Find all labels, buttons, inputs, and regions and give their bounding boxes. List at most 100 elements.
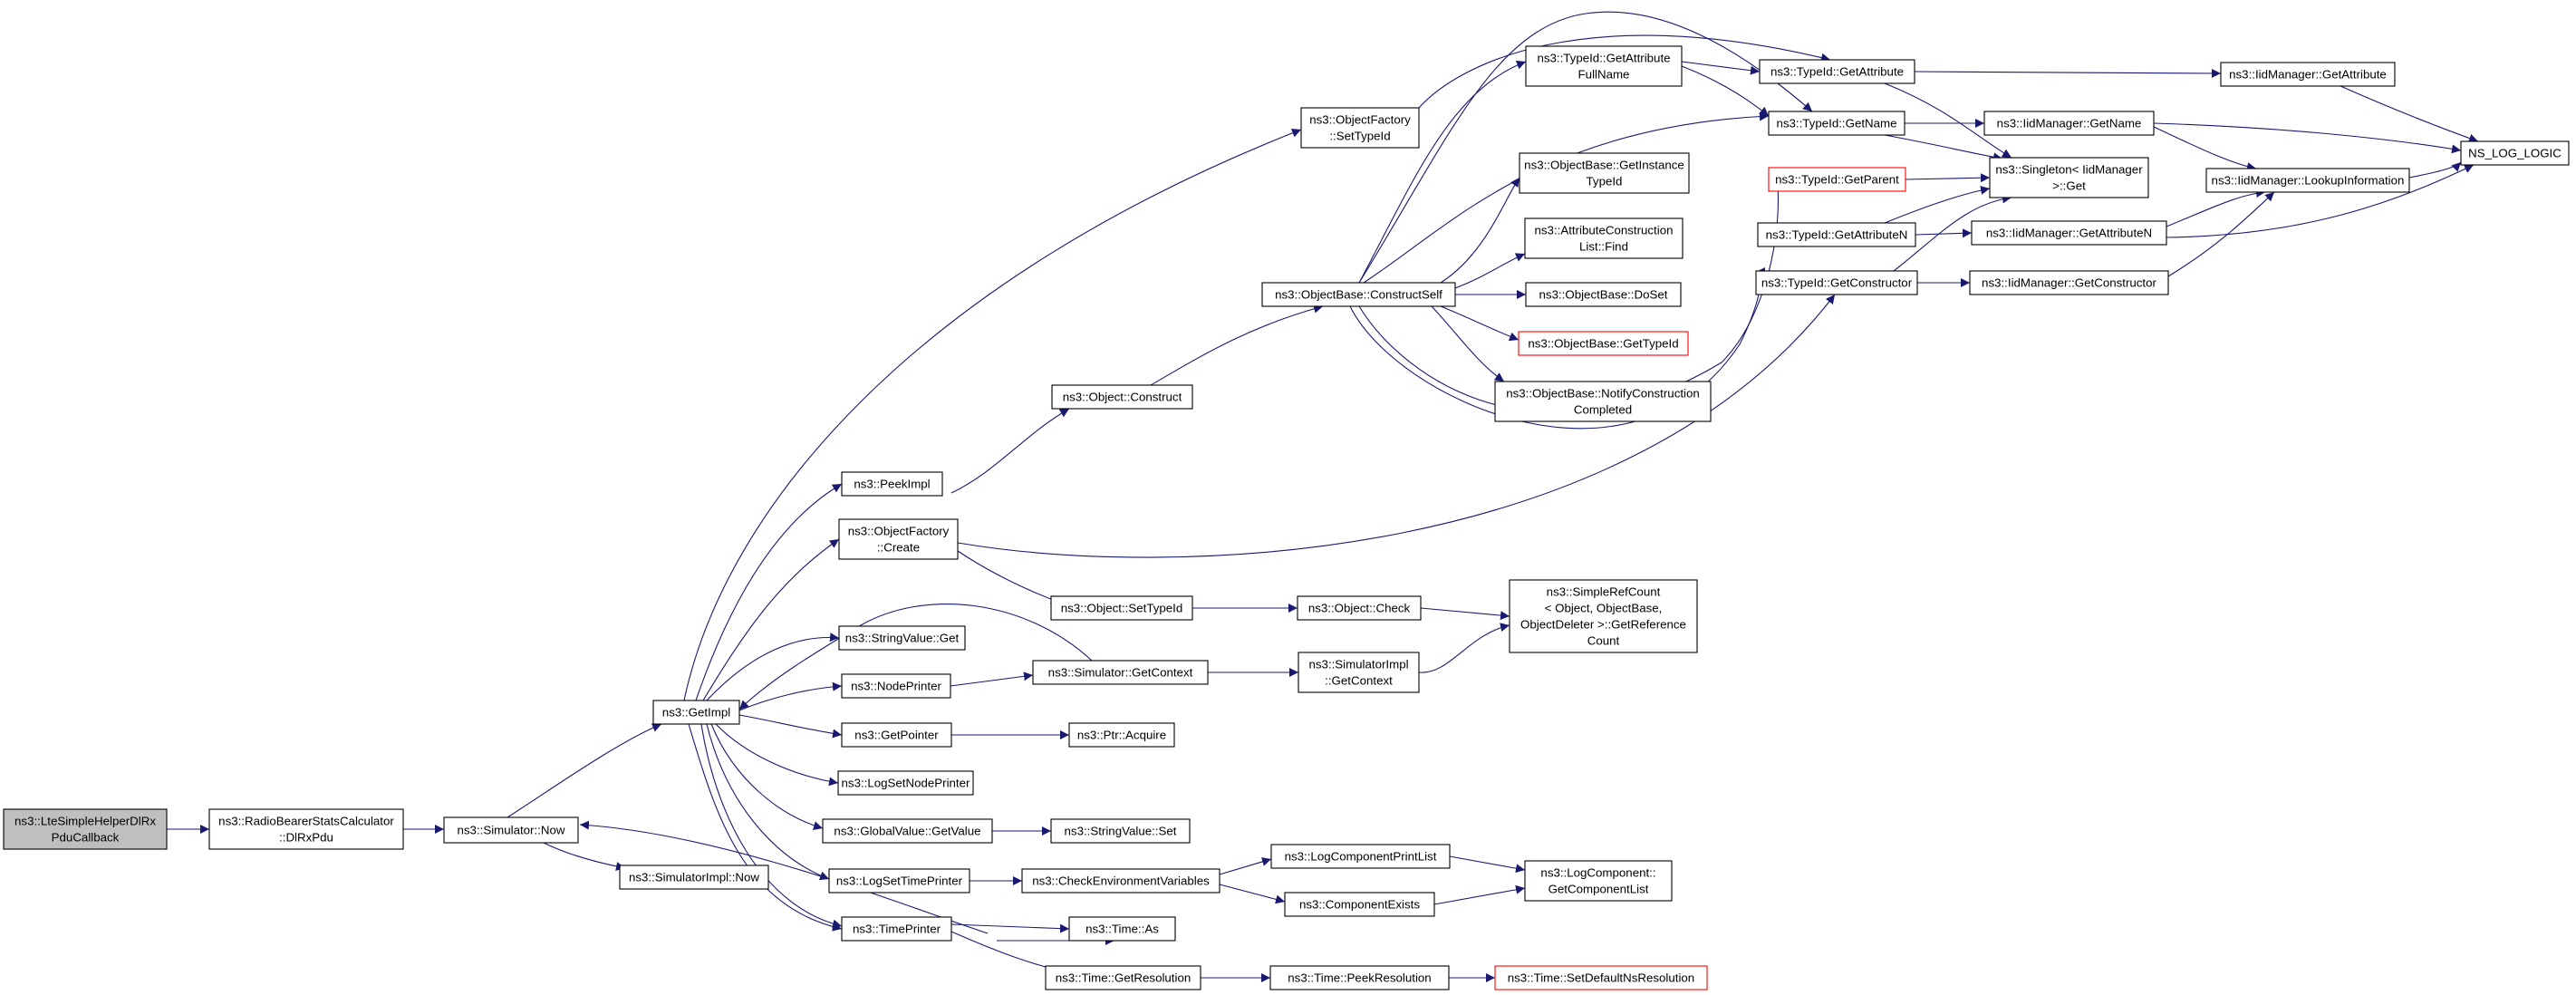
node-box[interactable] [828,868,970,894]
node-box[interactable] [1284,892,1435,917]
graph-node-time-setdefault[interactable]: ns3::Time::SetDefaultNsResolution [1494,965,1708,990]
node-box[interactable] [1021,868,1220,894]
graph-node-tid-getattributen[interactable]: ns3::TypeId::GetAttributeN [1757,222,1916,247]
graph-node-logsetnodeprinter[interactable]: ns3::LogSetNodePrinter [837,770,974,796]
graph-node-sv-set[interactable]: ns3::StringValue::Set [1050,818,1191,844]
node-box[interactable] [1969,270,2169,295]
graph-node-time-peekres[interactable]: ns3::Time::PeekResolution [1269,965,1450,990]
graph-node-tid-getparent[interactable]: ns3::TypeId::GetParent [1768,167,1906,192]
node-box[interactable] [1298,652,1420,693]
node-box[interactable] [1989,157,2149,198]
node-box[interactable] [1519,152,1690,194]
graph-node-simimplnow[interactable]: ns3::SimulatorImpl::Now [619,865,769,890]
node-box[interactable] [837,770,974,796]
graph-node-gv-getvalue[interactable]: ns3::GlobalValue::GetValue [822,818,993,844]
graph-node-tid-getname[interactable]: ns3::TypeId::GetName [1768,111,1905,136]
node-box[interactable] [652,700,740,725]
node-box[interactable] [2220,62,2396,87]
node-box[interactable] [208,808,404,850]
graph-node-getimpl[interactable]: ns3::GetImpl [652,700,740,725]
graph-node-nodeprinter[interactable]: ns3::NodePrinter [841,673,951,699]
node-box[interactable] [838,518,959,560]
graph-node-obj-construct[interactable]: ns3::Object::Construct [1051,384,1193,410]
graph-node-ob-notify[interactable]: ns3::ObjectBase::NotifyConstructionCompl… [1494,381,1712,422]
node-box[interactable] [1509,579,1698,653]
node-box[interactable] [1524,860,1673,902]
graph-node-simimpl-getcontext[interactable]: ns3::SimulatorImpl::GetContext [1298,652,1420,693]
graph-node-tid-getattribute[interactable]: ns3::TypeId::GetAttribute [1759,59,1915,84]
graph-node-obj-check[interactable]: ns3::Object::Check [1297,595,1422,621]
node-box[interactable] [3,808,168,850]
graph-node-iid-getattribute[interactable]: ns3::IidManager::GetAttribute [2220,62,2396,87]
node-box[interactable] [1759,59,1915,84]
node-box[interactable] [1050,595,1193,621]
graph-node-checkenv[interactable]: ns3::CheckEnvironmentVariables [1021,868,1220,894]
node-box[interactable] [1261,282,1456,307]
node-box[interactable] [2460,140,2570,166]
node-box[interactable] [1755,270,1918,295]
graph-node-simnow[interactable]: ns3::Simulator::Now [443,816,579,844]
node-box[interactable] [1297,595,1422,621]
graph-node-logcompprintlist[interactable]: ns3::LogComponentPrintList [1270,844,1451,869]
node-box[interactable] [619,865,769,890]
node-box[interactable] [1068,722,1175,748]
graph-node-of-create[interactable]: ns3::ObjectFactory::Create [838,518,959,560]
graph-node-sim-getcontext[interactable]: ns3::Simulator::GetContext [1032,660,1209,685]
node-box[interactable] [1050,818,1191,844]
node-box[interactable] [1269,965,1450,990]
graph-node-simplerefcount[interactable]: ns3::SimpleRefCount< Object, ObjectBase,… [1509,579,1698,653]
graph-node-logsettimeprinter[interactable]: ns3::LogSetTimePrinter [828,868,970,894]
node-box[interactable] [1525,282,1682,307]
node-box[interactable] [838,625,966,651]
node-box[interactable] [1983,111,2155,136]
node-box[interactable] [1300,107,1420,149]
graph-node-time-as[interactable]: ns3::Time::As [1068,916,1176,942]
node-box[interactable] [443,816,579,844]
node-box[interactable] [841,916,952,942]
graph-node-ob-doset[interactable]: ns3::ObjectBase::DoSet [1525,282,1682,307]
graph-node-ob-constructself[interactable]: ns3::ObjectBase::ConstructSelf [1261,282,1456,307]
node-box[interactable] [1768,111,1905,136]
node-box[interactable] [841,722,952,748]
node-box[interactable] [1971,220,2167,246]
graph-node-rbsc[interactable]: ns3::RadioBearerStatsCalculator::DlRxPdu [208,808,404,850]
node-box[interactable] [1518,331,1689,356]
node-box[interactable] [1270,844,1451,869]
node-box[interactable] [841,673,951,699]
node-box[interactable] [1045,965,1201,990]
graph-node-compexists[interactable]: ns3::ComponentExists [1284,892,1435,917]
graph-node-obj-settypeid[interactable]: ns3::Object::SetTypeId [1050,595,1193,621]
graph-node-ptr-acquire[interactable]: ns3::Ptr::Acquire [1068,722,1175,748]
node-box[interactable] [1757,222,1916,247]
graph-node-peekimpl[interactable]: ns3::PeekImpl [841,471,943,497]
node-box[interactable] [1525,45,1683,87]
node-box[interactable] [1032,660,1209,685]
node-box[interactable] [1068,916,1176,942]
graph-node-ns-log-logic[interactable]: NS_LOG_LOGIC [2460,140,2570,166]
graph-node-tid-getconstructor[interactable]: ns3::TypeId::GetConstructor [1755,270,1918,295]
graph-node-timeprinter[interactable]: ns3::TimePrinter [841,916,952,942]
graph-node-getpointer[interactable]: ns3::GetPointer [841,722,952,748]
graph-node-time-getres[interactable]: ns3::Time::GetResolution [1045,965,1201,990]
graph-node-sv-get[interactable]: ns3::StringValue::Get [838,625,966,651]
node-box[interactable] [2205,168,2410,193]
graph-node-ob-gettypeid[interactable]: ns3::ObjectBase::GetTypeId [1518,331,1689,356]
node-box[interactable] [1494,381,1712,422]
node-box[interactable] [841,471,943,497]
node-box[interactable] [822,818,993,844]
node-box[interactable] [1768,167,1906,192]
node-box[interactable] [1051,384,1193,410]
graph-node-logcomp-getlist[interactable]: ns3::LogComponent::GetComponentList [1524,860,1673,902]
graph-node-of-settypeid[interactable]: ns3::ObjectFactory::SetTypeId [1300,107,1420,149]
graph-node-iid-getattributen[interactable]: ns3::IidManager::GetAttributeN [1971,220,2167,246]
graph-node-singleton-get[interactable]: ns3::Singleton< IidManager>::Get [1989,157,2149,198]
node-box[interactable] [1494,965,1708,990]
graph-node-iid-getconstructor[interactable]: ns3::IidManager::GetConstructor [1969,270,2169,295]
graph-node-iid-lookupinfo[interactable]: ns3::IidManager::LookupInformation [2205,168,2410,193]
graph-node-iid-getname[interactable]: ns3::IidManager::GetName [1983,111,2155,136]
node-box[interactable] [1524,217,1684,259]
